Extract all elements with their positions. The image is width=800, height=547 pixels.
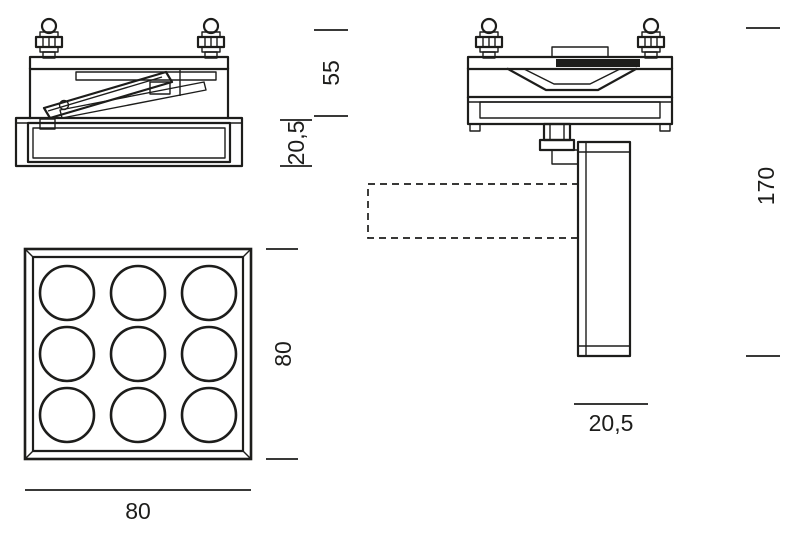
spot-head: [576, 140, 632, 358]
lens-hole: [109, 325, 167, 383]
side-view-drawing: [14, 17, 244, 168]
side-view-dimensions: 55 20,5: [280, 29, 348, 167]
dimension-label-head-width: 20,5: [589, 410, 634, 436]
adjustment-knob-icon: [34, 17, 64, 60]
lens-hole: [109, 264, 167, 322]
lens-hole: [38, 386, 96, 444]
lens-hole: [180, 264, 238, 322]
lens-hole: [109, 386, 167, 444]
slot-detail: [556, 59, 640, 67]
dimension-label-total-height: 170: [753, 167, 779, 205]
dimension-label-side-height: 55: [318, 60, 344, 86]
reflector-hopper: [506, 67, 638, 92]
side-view-body: [28, 55, 230, 120]
adjustment-knob-icon: [474, 17, 504, 60]
tilt-lever-arm: [42, 70, 174, 120]
profile-view-body: [466, 46, 674, 99]
pivot-hole: [58, 99, 70, 111]
lens-hole: [38, 264, 96, 322]
dimension-label-side-recess: 20,5: [283, 121, 309, 166]
adjustment-knob-icon: [636, 17, 666, 60]
rotated-head-outline: [367, 183, 579, 239]
mounting-clip: [469, 123, 481, 132]
clip-detail: [39, 118, 56, 130]
dimension-label-front-height: 80: [270, 341, 296, 367]
dimension-label-front-width: 80: [125, 498, 151, 524]
front-frame-inner: [31, 255, 245, 453]
profile-view-drawing: [367, 17, 674, 358]
profile-view-trim: [466, 95, 674, 132]
front-frame-outer: [23, 247, 253, 461]
mounting-clip: [659, 123, 671, 132]
gimbal-stem: [538, 122, 579, 165]
front-view-drawing: [23, 247, 253, 461]
lens-hole: [180, 325, 238, 383]
lens-hole: [38, 325, 96, 383]
front-view-dimensions: 80 80: [25, 248, 298, 524]
lens-hole: [180, 386, 238, 444]
adjustment-knob-icon: [196, 17, 226, 60]
side-view-trim: [14, 116, 244, 168]
profile-view-dimensions: 170 20,5: [574, 27, 780, 436]
